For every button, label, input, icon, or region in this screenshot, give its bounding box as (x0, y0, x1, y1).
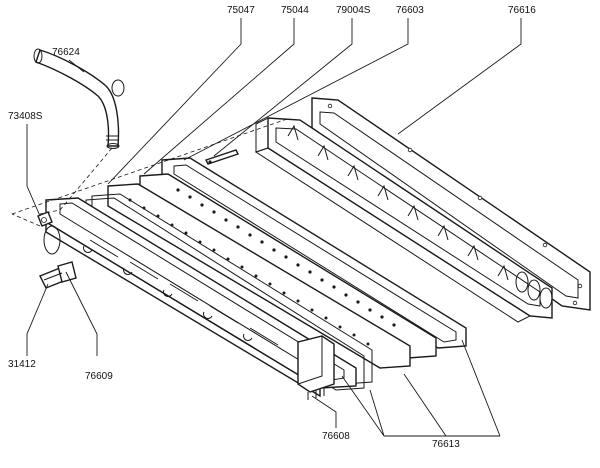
assembly-dashed-lines (11, 117, 291, 227)
perforation-row (176, 188, 396, 327)
label-31412: 31412 (8, 359, 36, 370)
perforated-plate-75047 (107, 183, 411, 369)
manifold-box (254, 117, 553, 323)
elbow-pipe-76624 (33, 48, 125, 149)
valve-nozzle-31412 (39, 261, 77, 289)
electrode-block-76608 (297, 335, 335, 400)
perforation-row (128, 198, 370, 346)
label-76603: 76603 (396, 5, 424, 16)
label-76613: 76613 (432, 439, 460, 450)
label-76608: 76608 (322, 431, 350, 442)
label-73408s: 73408S (8, 111, 43, 122)
label-76624: 76624 (52, 47, 80, 58)
label-75044: 75044 (281, 5, 309, 16)
label-76616: 76616 (508, 5, 536, 16)
label-75047: 75047 (227, 5, 255, 16)
rod-79004s (205, 149, 239, 165)
label-76609: 76609 (85, 371, 113, 382)
fitting-73408s (37, 211, 53, 227)
label-79004s: 79004S (336, 5, 371, 16)
leader-lines (26, 18, 522, 437)
front-burner-body (43, 197, 357, 398)
